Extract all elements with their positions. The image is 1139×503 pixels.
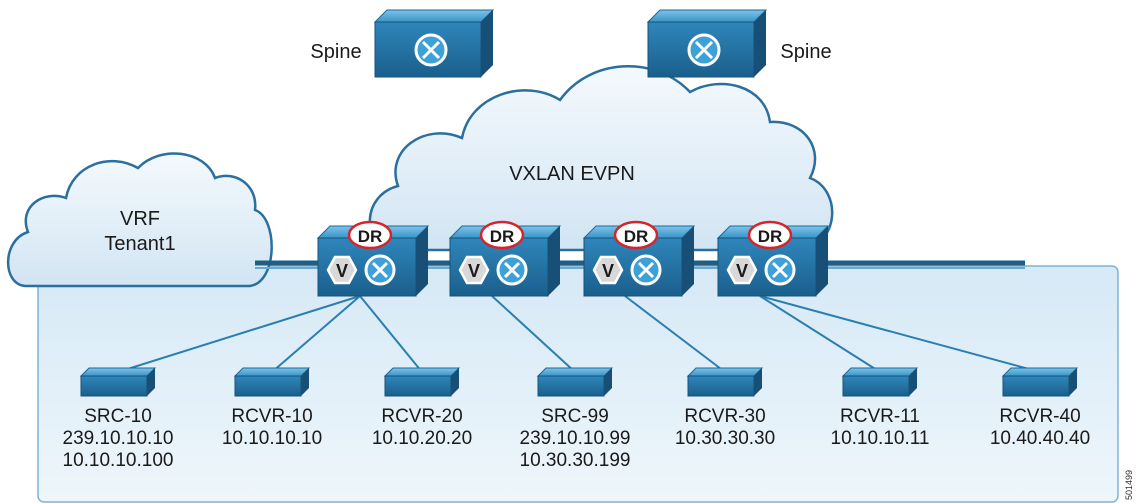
endpoint-host — [233, 367, 311, 397]
link-rcvr10 — [271, 295, 361, 373]
endpoint-host — [841, 367, 919, 397]
link-rcvr30 — [624, 295, 726, 373]
vtep-letter: V — [468, 261, 480, 281]
spine-switch-1 — [373, 9, 495, 78]
endpoint-host — [79, 367, 157, 397]
link-rcvr40 — [759, 295, 1041, 373]
spine-label-1: Spine — [310, 41, 361, 63]
endpoint-address: 10.10.10.100 — [62, 450, 174, 471]
dr-badge-label: DR — [490, 227, 515, 246]
switch-icon — [630, 254, 662, 286]
leaf-switch: V DR — [316, 220, 430, 297]
vrf-label-line1: VRF — [120, 208, 160, 230]
vtep-icon: V — [458, 255, 490, 285]
endpoint-name: RCVR-11 — [840, 406, 920, 427]
vtep-icon: V — [326, 255, 358, 285]
endpoint-address: 10.40.40.40 — [989, 428, 1091, 449]
vxlan-evpn-cloud — [368, 64, 834, 252]
figure-id: 501499 — [1124, 470, 1134, 500]
vtep-letter: V — [336, 261, 348, 281]
dr-badge: DR — [613, 220, 659, 250]
endpoint-name: SRC-99 — [541, 406, 609, 427]
dr-badge-label: DR — [758, 227, 783, 246]
switch-icon — [496, 254, 528, 286]
endpoint-name: RCVR-20 — [381, 406, 463, 427]
endpoint-address: 239.10.10.99 — [519, 428, 631, 449]
leaf-switch: V DR — [582, 220, 696, 297]
spine-switch-2 — [646, 9, 768, 78]
vtep-icon: V — [592, 255, 624, 285]
dr-badge: DR — [347, 220, 393, 250]
vtep-letter: V — [736, 261, 748, 281]
endpoint-address: 239.10.10.10 — [62, 428, 174, 449]
endpoint-host — [536, 367, 614, 397]
endpoint-address: 10.30.30.30 — [674, 428, 776, 449]
dr-badge: DR — [479, 220, 525, 250]
leaf-switch: V DR — [448, 220, 562, 297]
link-src10 — [117, 295, 361, 373]
endpoint-name: RCVR-40 — [999, 406, 1081, 427]
endpoint-name: RCVR-10 — [231, 406, 313, 427]
switch-icon — [364, 254, 396, 286]
endpoint-host — [686, 367, 764, 397]
link-rcvr11 — [759, 295, 881, 373]
dr-badge: DR — [747, 220, 793, 250]
link-src99 — [491, 295, 576, 373]
dr-badge-label: DR — [624, 227, 649, 246]
leaf-switch: V DR — [716, 220, 830, 297]
endpoint-name: SRC-10 — [84, 406, 152, 427]
access-links — [117, 295, 1041, 373]
endpoint-name: RCVR-30 — [684, 406, 766, 427]
switch-icon — [764, 254, 796, 286]
dr-badge-label: DR — [358, 227, 383, 246]
endpoint-host — [383, 367, 461, 397]
endpoint-address: 10.10.10.10 — [221, 428, 323, 449]
link-rcvr20 — [359, 295, 423, 373]
fabric-cloud-label: VXLAN EVPN — [509, 163, 635, 185]
endpoint-address: 10.10.10.11 — [830, 428, 930, 449]
vrf-label-line2: Tenant1 — [104, 233, 175, 255]
endpoint-address: 10.10.20.20 — [371, 428, 473, 449]
endpoint-host — [1001, 367, 1079, 397]
vtep-letter: V — [602, 261, 614, 281]
vtep-icon: V — [726, 255, 758, 285]
spine-label-2: Spine — [780, 41, 831, 63]
vrf-tenant-cloud — [6, 152, 273, 288]
endpoint-address: 10.30.30.199 — [519, 450, 631, 471]
